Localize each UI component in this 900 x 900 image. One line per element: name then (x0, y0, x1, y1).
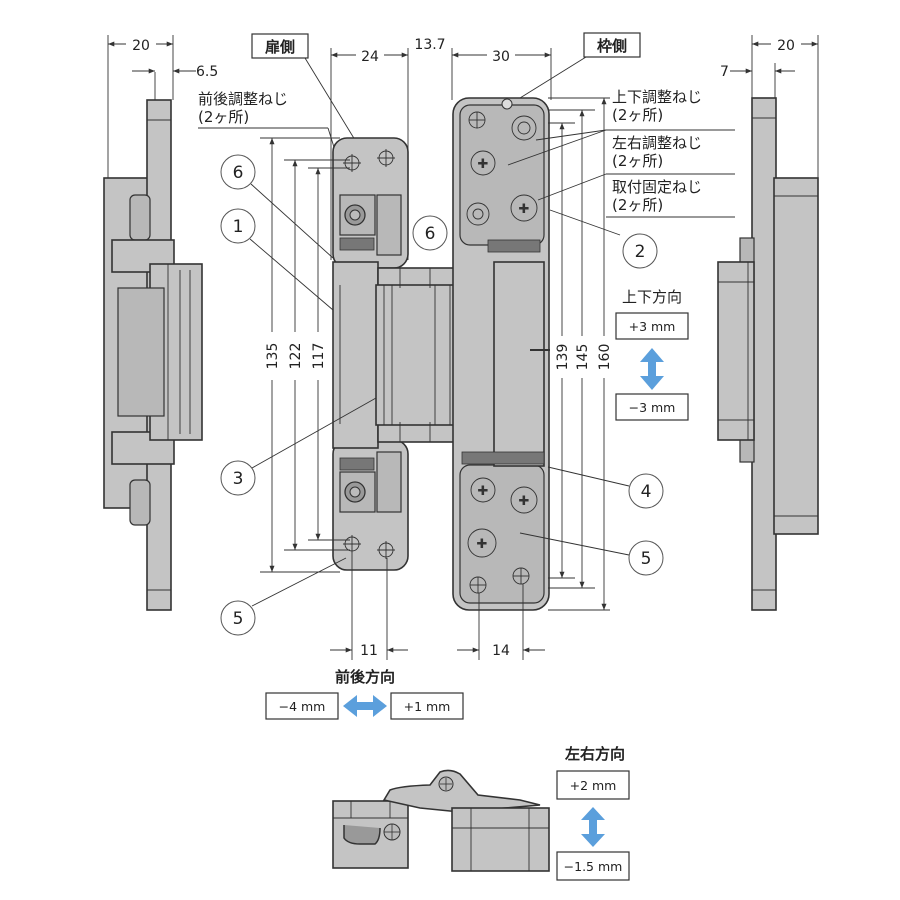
part-number-1: 1 (220, 208, 334, 311)
dim-left-width: 20 (132, 38, 150, 54)
dim-frame-leaf-width: 30 (492, 49, 510, 65)
svg-text:✚: ✚ (478, 157, 489, 172)
part-number-3: 3 (220, 397, 377, 496)
svg-text:6: 6 (233, 163, 244, 183)
door-leaf (332, 137, 409, 571)
svg-text:(2ヶ所): (2ヶ所) (612, 196, 663, 214)
horizontal-arrow-icon (343, 695, 387, 717)
door-height-dimensions: 135 122 117 (260, 137, 350, 573)
frame-height-dimensions: 139 145 160 (548, 97, 613, 611)
dim-height-135: 135 (265, 343, 281, 370)
left-side-view: 20 6.5 (103, 35, 218, 611)
dim-door-leaf-width: 24 (361, 49, 379, 65)
dim-knuckle-offset: 13.7 (414, 37, 445, 53)
dim-height-139: 139 (555, 344, 571, 371)
svg-text:枠側: 枠側 (597, 37, 627, 55)
svg-text:✚: ✚ (519, 202, 530, 217)
svg-text:1: 1 (233, 217, 244, 237)
dim-height-117: 117 (311, 343, 327, 370)
svg-text:上下調整ねじ: 上下調整ねじ (612, 88, 702, 106)
svg-text:5: 5 (233, 609, 244, 629)
svg-text:✚: ✚ (478, 484, 489, 499)
dim-height-145: 145 (575, 344, 591, 371)
top-view (332, 769, 550, 872)
svg-text:左右方向: 左右方向 (564, 745, 625, 763)
lateral-minus-value: −1.5 mm (564, 859, 623, 874)
part-number-2: 2 (622, 233, 658, 269)
dim-right-width: 20 (777, 38, 795, 54)
part-number-6-left: 6 (220, 154, 334, 259)
lateral-arrow-icon (581, 807, 605, 847)
bottom-dimensions: 11 14 (330, 552, 545, 660)
vertical-adjustment: 上下方向 +3 mm −3 mm (615, 288, 689, 421)
dim-door-hole-pitch: 11 (360, 643, 378, 659)
svg-text:上下方向: 上下方向 (622, 288, 682, 306)
svg-text:前後方向: 前後方向 (335, 668, 395, 686)
front-back-plus-value: +1 mm (404, 699, 451, 714)
front-back-adjustment: 前後方向 −4 mm +1 mm (265, 668, 464, 720)
callout-up-down-screw: 上下調整ねじ (2ヶ所) (535, 88, 735, 141)
svg-text:✚: ✚ (519, 494, 530, 509)
callout-mounting-screw: 取付固定ねじ (2ヶ所) (537, 173, 735, 236)
vertical-plus-value: +3 mm (629, 319, 676, 334)
door-side-label: 扉側 (251, 33, 356, 141)
dim-frame-hole-pitch: 14 (492, 643, 510, 659)
svg-text:左右調整ねじ: 左右調整ねじ (612, 134, 702, 152)
part-number-5-right: 5 (519, 532, 664, 576)
callout-left-right-screw: 左右調整ねじ (2ヶ所) (507, 129, 735, 175)
svg-text:(2ヶ所): (2ヶ所) (612, 152, 663, 170)
lateral-adjustment: 左右方向 +2 mm −1.5 mm (556, 745, 630, 881)
svg-text:4: 4 (641, 482, 652, 502)
vertical-arrow-icon (640, 348, 664, 390)
front-back-minus-value: −4 mm (279, 699, 326, 714)
lateral-plus-value: +2 mm (570, 778, 617, 793)
svg-text:前後調整ねじ: 前後調整ねじ (198, 90, 288, 108)
svg-text:5: 5 (641, 549, 652, 569)
svg-text:3: 3 (233, 469, 244, 489)
svg-text:取付固定ねじ: 取付固定ねじ (612, 178, 702, 196)
frame-leaf: ✚ ✚ ✚ ✚ ✚ (452, 97, 550, 611)
svg-text:6: 6 (425, 224, 436, 244)
vertical-minus-value: −3 mm (629, 400, 676, 415)
dim-height-122: 122 (288, 343, 304, 370)
frame-side-label: 枠側 (519, 32, 641, 99)
svg-text:扉側: 扉側 (264, 38, 295, 56)
callout-front-back-screw: 前後調整ねじ (2ヶ所) (198, 90, 353, 206)
part-number-6-center: 6 (412, 215, 448, 251)
svg-text:2: 2 (635, 242, 646, 262)
dim-height-160: 160 (597, 344, 613, 371)
right-side-view: 20 7 (717, 35, 819, 611)
dim-left-offset: 6.5 (196, 64, 218, 80)
svg-text:(2ヶ所): (2ヶ所) (198, 108, 249, 126)
dim-right-offset: 7 (720, 64, 729, 80)
part-number-5-left: 5 (220, 557, 347, 636)
part-number-4: 4 (547, 466, 664, 509)
svg-text:(2ヶ所): (2ヶ所) (612, 106, 663, 124)
svg-text:✚: ✚ (477, 537, 488, 552)
